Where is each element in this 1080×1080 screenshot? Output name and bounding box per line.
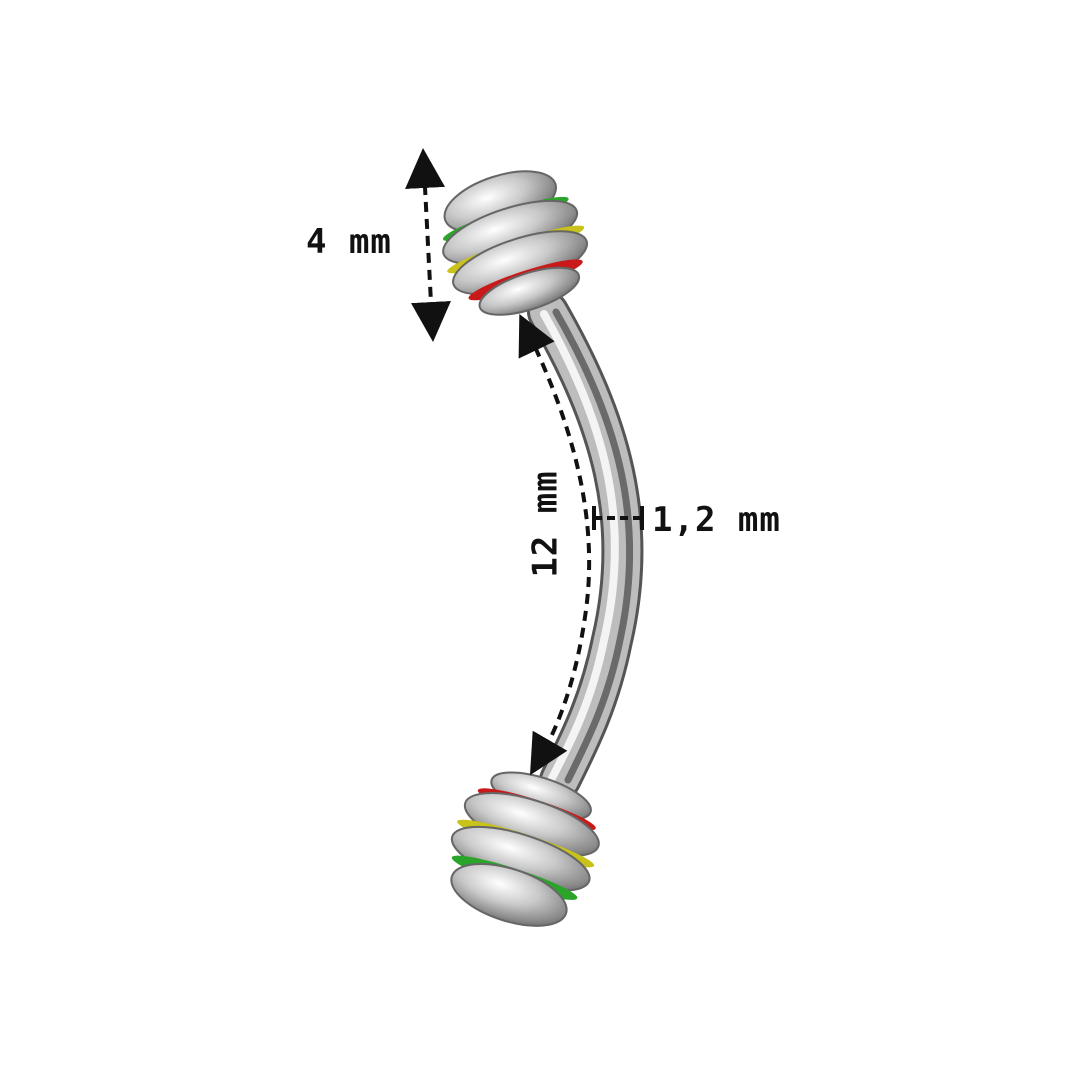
ball-diameter-label: 4 mm bbox=[306, 222, 392, 262]
bar-thickness-arrow bbox=[592, 506, 644, 530]
curved-bar bbox=[527, 291, 644, 801]
bar-length-label: 12 mm bbox=[525, 470, 566, 578]
ball-diameter-arrow bbox=[405, 148, 451, 342]
bar-thickness-label: 1,2 mm bbox=[652, 500, 781, 540]
top-ball bbox=[442, 170, 589, 316]
bar-length-arrow bbox=[518, 313, 592, 776]
bottom-ball bbox=[450, 771, 600, 927]
